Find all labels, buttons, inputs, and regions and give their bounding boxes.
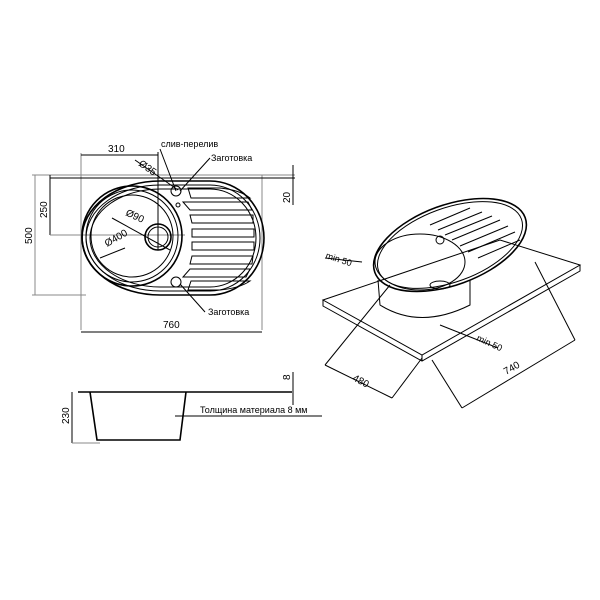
dim-230: 230 bbox=[61, 407, 72, 424]
callout-overflow: слив-перелив bbox=[161, 139, 218, 149]
dim-diameter-90: Ø90 bbox=[124, 208, 146, 226]
dim-310: 310 bbox=[108, 144, 125, 155]
iso-drainer-ribs bbox=[429, 207, 521, 259]
dim-8: 8 bbox=[282, 374, 293, 380]
drainer-ribs bbox=[181, 187, 255, 291]
callout-blank-top: Заготовка bbox=[211, 153, 252, 163]
side-view: 230 8 Толщина материала 8 мм bbox=[61, 372, 322, 444]
dim-480: 480 bbox=[351, 373, 371, 391]
iso-view: min 50 min 50 480 740 bbox=[321, 197, 582, 409]
dim-250: 250 bbox=[39, 201, 50, 218]
callout-blank-bottom: Заготовка bbox=[208, 307, 249, 317]
dim-500: 500 bbox=[24, 227, 35, 244]
material-thickness-note: Толщина материала 8 мм bbox=[200, 405, 307, 415]
dim-740: 740 bbox=[502, 360, 522, 378]
dim-min-50-right: min 50 bbox=[475, 333, 504, 353]
dim-diameter-400: Ø400 bbox=[103, 228, 130, 250]
dim-diameter-35: Ø35 bbox=[136, 158, 158, 178]
dim-min-50-left: min 50 bbox=[324, 250, 353, 268]
dim-760: 760 bbox=[163, 320, 180, 331]
top-view: 310 слив-перелив Заготовка Заготовка 760… bbox=[24, 139, 295, 333]
dim-20: 20 bbox=[282, 191, 293, 203]
